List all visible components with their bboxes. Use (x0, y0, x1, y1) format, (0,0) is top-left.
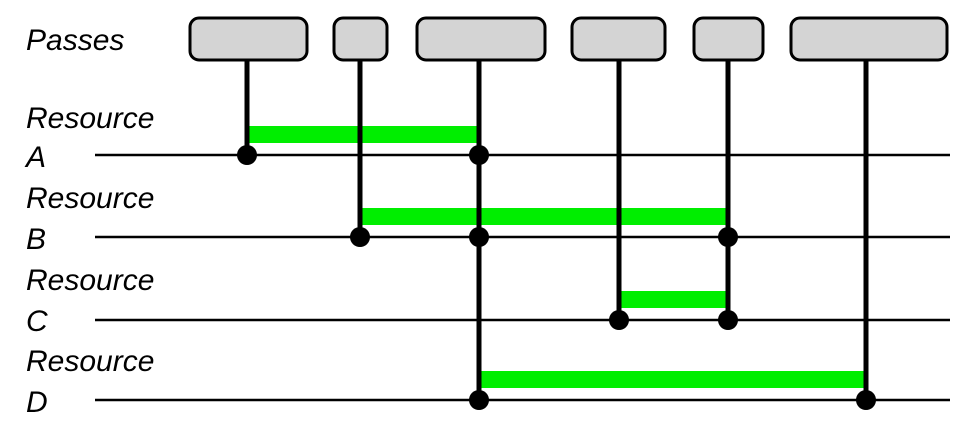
resource-c-access-dot[interactable] (609, 310, 629, 330)
resource-c-access-dot[interactable] (718, 310, 738, 330)
pass-boxes-group (188, 16, 949, 62)
resource-b-access-dot[interactable] (469, 227, 489, 247)
resource-d-access-dot[interactable] (469, 390, 489, 410)
pass-3-box[interactable] (415, 16, 547, 62)
passes-header-label: Passes (26, 24, 124, 57)
resource-a-access-dot[interactable] (237, 145, 257, 165)
resource-d-label-line1: Resource (26, 345, 154, 378)
resource-c-usage-bar (619, 291, 728, 308)
pass-1-box[interactable] (188, 16, 309, 62)
resource-a-access-dot[interactable] (469, 145, 489, 165)
resource-a-label-line1: Resource (26, 102, 154, 135)
resource-a-label-line2: A (24, 141, 46, 174)
pass-5-box[interactable] (692, 16, 765, 62)
resource-d-label-line2: D (26, 386, 48, 419)
pass-stems-group (244, 60, 869, 400)
pass-6-box[interactable] (789, 16, 949, 62)
labels-group: PassesResourceAResourceBResourceCResourc… (24, 24, 154, 419)
resource-d-usage-bar (479, 371, 866, 388)
pass-4-box[interactable] (570, 16, 667, 62)
resource-c-label-line1: Resource (26, 264, 154, 297)
resource-c-label-line2: C (26, 305, 48, 338)
resource-b-label-line2: B (26, 223, 46, 256)
pass-2-box[interactable] (332, 16, 389, 62)
resource-lines-group (95, 153, 950, 402)
resource-d-access-dot[interactable] (856, 390, 876, 410)
resource-b-label-line1: Resource (26, 182, 154, 215)
resource-b-access-dot[interactable] (350, 227, 370, 247)
resource-b-usage-bar (360, 208, 728, 225)
usage-bars-group (247, 126, 866, 388)
access-dots-group (237, 145, 876, 410)
resource-a-usage-bar (247, 126, 479, 143)
resource-b-access-dot[interactable] (718, 227, 738, 247)
